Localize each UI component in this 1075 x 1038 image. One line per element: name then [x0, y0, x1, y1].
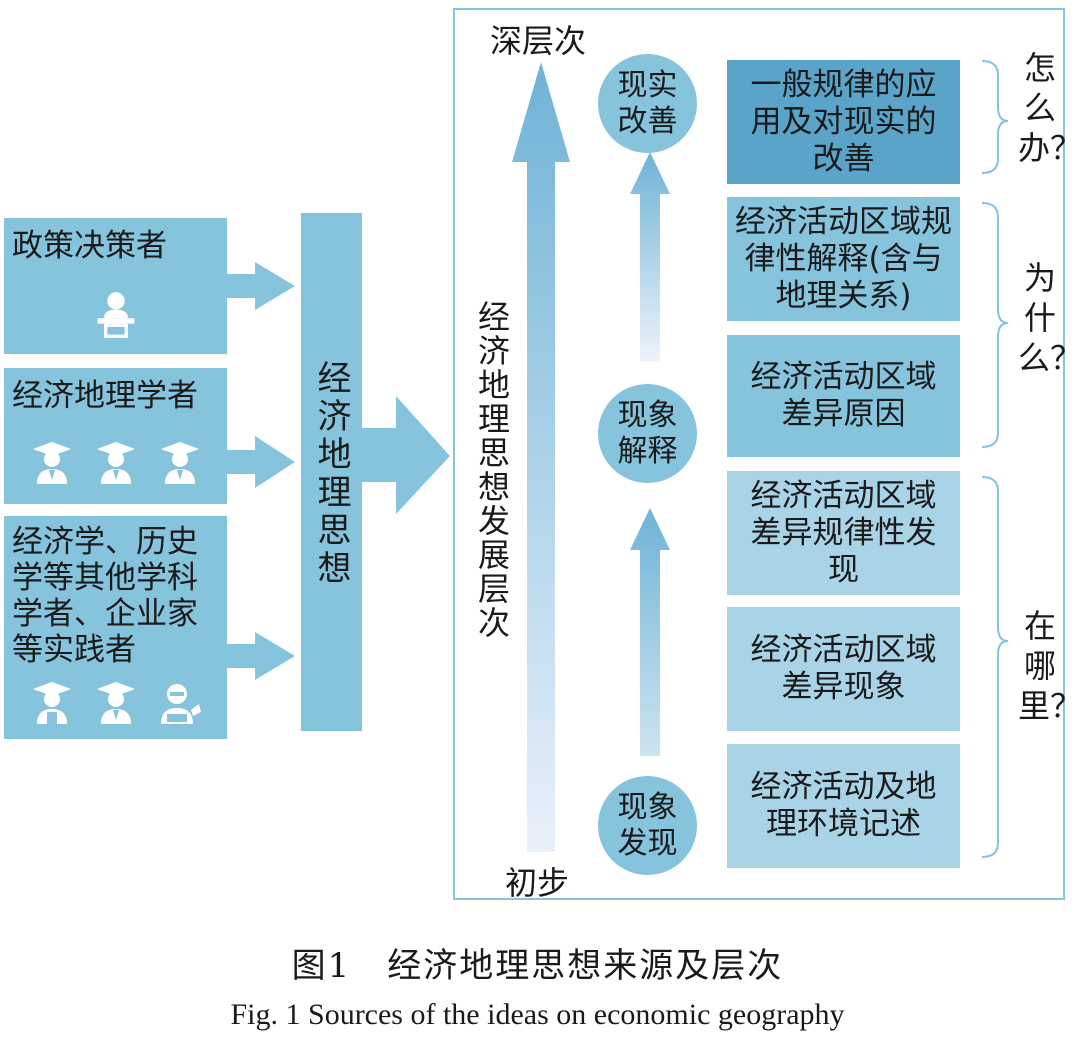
source-arrows — [227, 262, 295, 680]
stage-label-improve: 现实改善 — [617, 67, 678, 139]
bracket-how — [981, 60, 1009, 174]
source-label-policy: 政策决策者 — [12, 228, 167, 264]
level-text-3: 经济活动区域差异原因 — [750, 359, 937, 432]
level-text-6: 经济活动及地理环境记述 — [750, 769, 937, 842]
graduate-icon — [32, 682, 71, 724]
arrow-geographers — [227, 436, 295, 488]
caption-chinese: 图1 经济地理思想来源及层次 — [291, 946, 784, 986]
arrow-policy — [227, 262, 295, 310]
stage-label-explain: 现象解释 — [617, 397, 678, 469]
question-why: 为什么？ — [1018, 259, 1075, 377]
level-box-3: 经济活动区域差异原因 — [727, 335, 960, 457]
graduate-icon — [32, 442, 71, 484]
stage-circle-improve: 现实改善 — [598, 54, 697, 153]
businessman-icon — [160, 684, 201, 724]
stage-label-discover: 现象发现 — [617, 789, 678, 861]
stage-circle-explain: 现象解释 — [598, 384, 697, 483]
level-box-2: 经济活动区域规律性解释(含与地理关系) — [727, 197, 960, 321]
graduate-icon — [96, 682, 135, 724]
level-text-2: 经济活动区域规律性解释(含与地理关系) — [735, 203, 952, 314]
level-box-6: 经济活动及地理环境记述 — [727, 744, 960, 868]
brackets — [981, 60, 1009, 858]
center-to-panel-arrow — [362, 396, 450, 514]
level-text-1: 一般规律的应用及对现实的改善 — [750, 66, 937, 177]
source-label-geographers: 经济地理学者 — [12, 378, 198, 414]
bracket-where — [981, 476, 1009, 858]
bracket-why — [981, 202, 1009, 448]
question-how: 怎么办？ — [1018, 49, 1075, 167]
level-text-4: 经济活动区域差异规律性发现 — [750, 477, 937, 588]
source-label-others: 经济学、历史学等其他学科学者、企业家等实践者 — [12, 524, 198, 668]
level-text-5: 经济活动区域差异现象 — [750, 632, 937, 705]
stage-arrow-lower — [630, 508, 670, 756]
level-box-5: 经济活动区域差异现象 — [727, 607, 960, 731]
development-axis-arrow — [512, 62, 570, 852]
caption-english: Fig. 1 Sources of the ideas on economic … — [230, 998, 845, 1031]
stage-circle-discover: 现象发现 — [598, 776, 697, 875]
axis-top-label: 深层次 — [490, 22, 587, 60]
stage-arrow-upper — [630, 152, 670, 362]
center-box — [301, 213, 362, 731]
question-where: 在哪里？ — [1018, 607, 1075, 725]
speaker-at-podium-icon — [97, 292, 134, 338]
levels-frame — [453, 8, 1065, 900]
arrow-others — [227, 632, 295, 680]
source-box-others: 经济学、历史学等其他学科学者、企业家等实践者 — [4, 516, 227, 739]
graduate-icon — [96, 442, 135, 484]
axis-bottom-label: 初步 — [505, 864, 570, 902]
level-box-1: 一般规律的应用及对现实的改善 — [727, 60, 960, 184]
center-label: 经济地理思想 — [311, 360, 351, 588]
level-box-4: 经济活动区域差异规律性发现 — [727, 471, 960, 595]
source-box-geographers: 经济地理学者 — [4, 368, 227, 504]
axis-label: 经济地理思想发展层次 — [473, 300, 511, 640]
graduate-icon — [160, 442, 199, 484]
source-box-policy: 政策决策者 — [4, 218, 227, 354]
